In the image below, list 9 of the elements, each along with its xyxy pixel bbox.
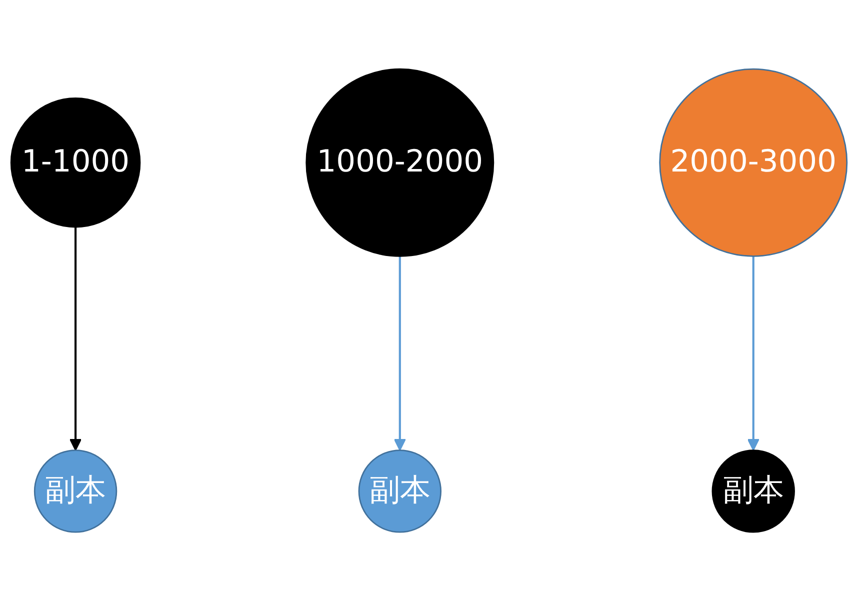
- node-circle: 副本: [358, 450, 442, 533]
- arrow: [69, 226, 82, 451]
- node-circle: 1-1000: [10, 97, 141, 228]
- node-circle: 副本: [34, 450, 118, 533]
- node-circle: 1000-2000: [306, 68, 494, 257]
- node-circle: 2000-3000: [659, 68, 848, 257]
- arrow: [747, 256, 760, 451]
- arrow: [394, 256, 406, 451]
- node-circle: 副本: [712, 450, 795, 533]
